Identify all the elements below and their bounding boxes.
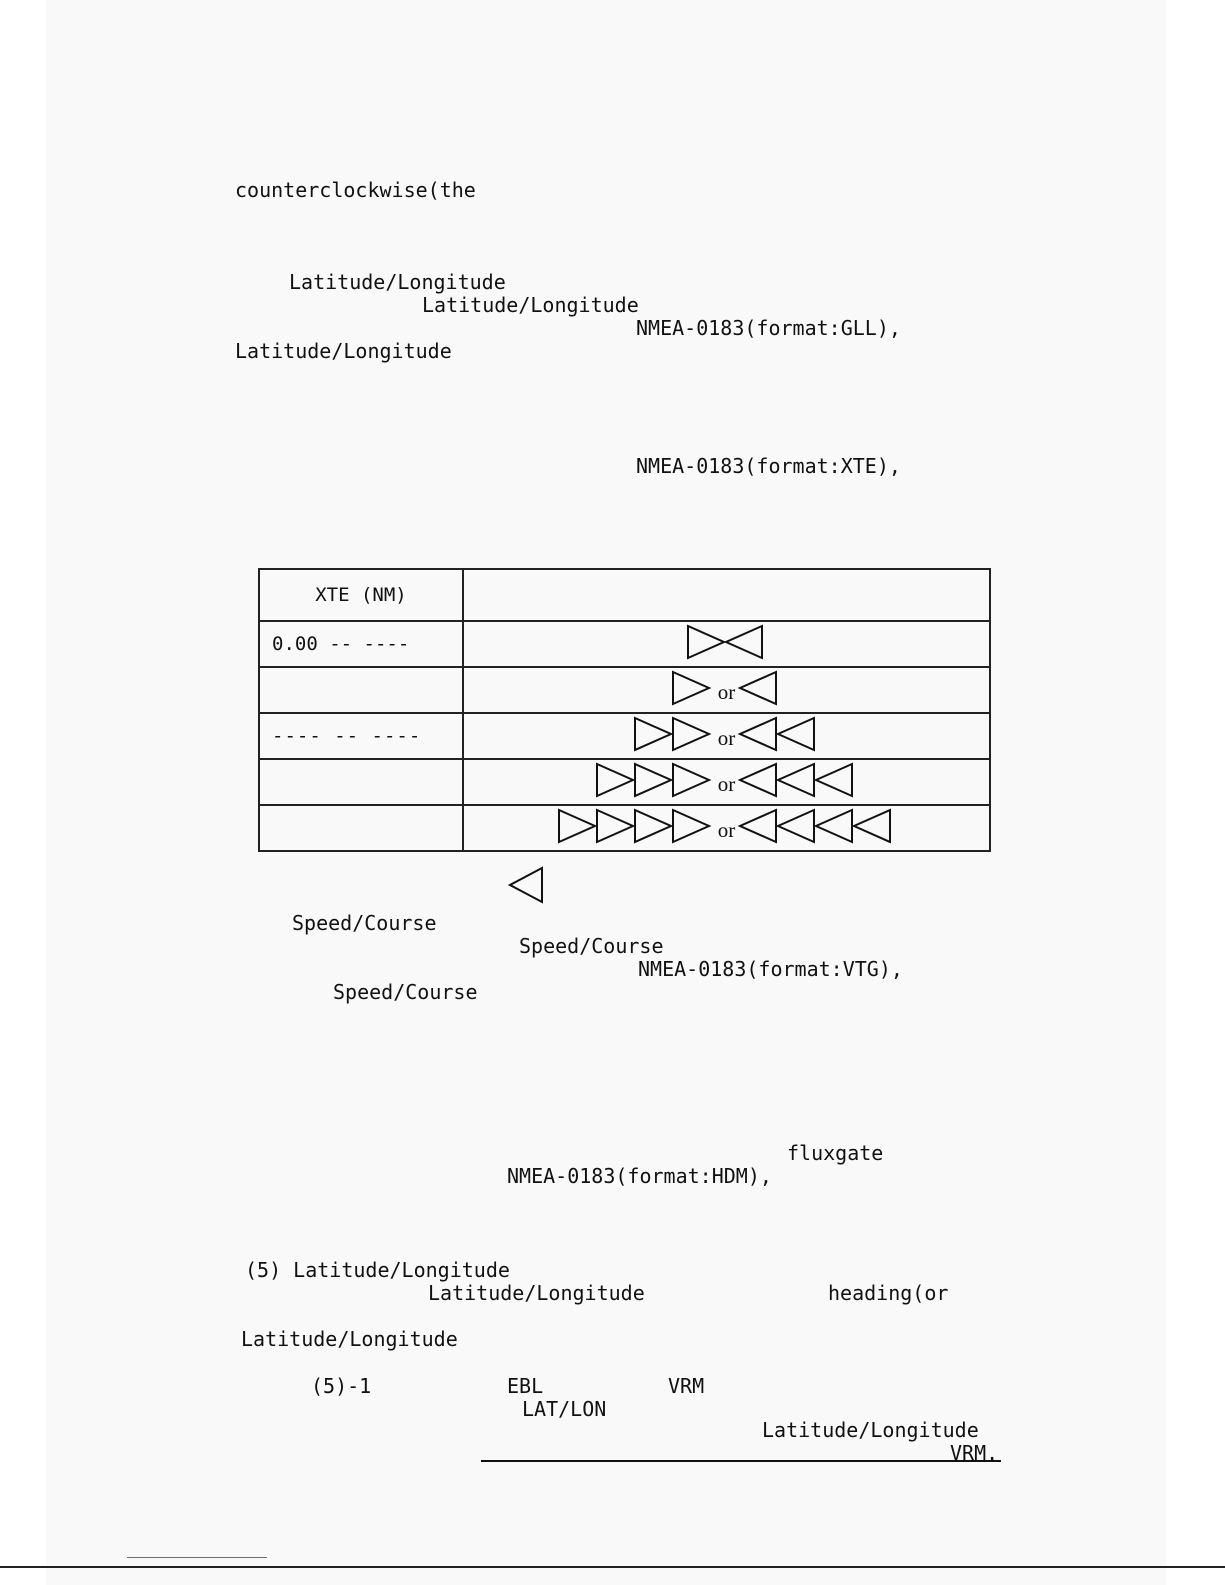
table-row: ---- -- ---- or [258,712,991,760]
left-triangle-icon [737,716,778,752]
xte-range-cell [258,666,464,714]
xte-range-cell [258,804,464,852]
table-row: or [258,758,991,806]
right-triangle-icon [671,808,712,844]
indicator-marks: or [595,760,856,800]
text-line: Latitude/Longitude [428,1281,645,1305]
xte-range-cell: 0.00 -- ---- [258,620,464,668]
left-triangle-icon [775,716,816,752]
xte-range-cell [258,758,464,806]
left-triangle-icon [813,762,854,798]
xte-range-text: ---- -- ---- [272,725,422,747]
text-line: NMEA-0183(format:GLL), [636,316,901,340]
right-triangle-icon [671,762,712,798]
or-label: or [717,771,736,796]
or-label: or [717,679,736,704]
text-line: LAT/LON [522,1397,607,1421]
xte-range-cell: ---- -- ---- [258,712,464,760]
indicator-cell [462,620,991,668]
right-triangle-icon [633,808,674,844]
right-triangle-icon [595,762,636,798]
right-triangle-icon [671,716,712,752]
left-triangle-icon [737,670,778,706]
page-bottom-edge [0,1566,1225,1568]
text-line: counterclockwise(the [235,178,476,202]
left-triangle-icon [851,808,892,844]
right-triangle-icon [595,808,636,844]
text-line: (5) Latitude/Longitude [245,1258,510,1282]
right-triangle-icon [557,808,598,844]
left-triangle-icon [737,762,778,798]
left-triangle-icon [737,808,778,844]
indicator-marks: or [557,806,894,846]
left-triangle-icon [723,624,763,660]
header-indicator [462,568,991,622]
text-line: VRM [668,1374,705,1398]
text-line: Latitude/Longitude [289,270,506,294]
left-triangle-icon [775,762,816,798]
footnote-rule [127,1557,267,1558]
table-header-row: XTE (NM) [258,568,991,622]
text-line: Speed/Course [519,934,664,958]
indicator-cell: or [462,804,991,852]
indicator-cell: or [462,666,991,714]
text-line: NMEA-0183(format:XTE), [636,454,901,478]
text-line: Latitude/Longitude [422,293,639,317]
or-label: or [717,817,736,842]
text-line: Speed/Course [292,911,437,935]
text-line: (5)-1 [311,1374,372,1398]
text-line: NMEA-0183(format:VTG), [638,957,903,981]
xte-range-text: 0.00 -- ---- [272,633,410,655]
text-line: Latitude/Longitude [241,1327,458,1351]
indicator-marks: or [671,668,780,708]
underline-rule [481,1460,1001,1462]
table-row: or [258,804,991,852]
text-line: Latitude/Longitude [762,1418,979,1442]
text-line: Latitude/Longitude [235,339,452,363]
right-triangle-icon [671,670,712,706]
left-triangle-icon [813,808,854,844]
table-row: or [258,666,991,714]
text-line: heading(or [828,1281,949,1305]
indicator-cell: or [462,712,991,760]
right-triangle-icon [633,716,674,752]
left-triangle-icon [506,865,546,910]
indicator-marks: or [633,714,818,754]
text-line: NMEA-0183(format:HDM), [507,1164,772,1188]
text-line: fluxgate [787,1141,884,1165]
indicator-cell: or [462,758,991,806]
indicator-marks [686,622,765,662]
or-label: or [717,725,736,750]
left-triangle-icon [775,808,816,844]
header-xte-nm: XTE (NM) [258,568,464,622]
xte-indicator-table: XTE (NM) 0.00 -- ---- or ---- -- ---- or… [258,568,991,852]
right-triangle-icon [633,762,674,798]
text-line: Speed/Course [333,980,478,1004]
table-row: 0.00 -- ---- [258,620,991,668]
text-line: EBL [507,1374,544,1398]
right-triangle-icon [686,624,726,660]
